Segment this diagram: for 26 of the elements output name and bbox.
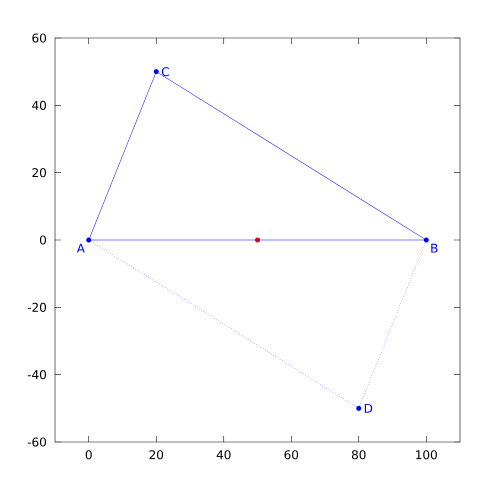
tick-label: 20 (150, 450, 164, 460)
tick-label: 0 (86, 450, 92, 460)
tick-label: -20 (28, 302, 46, 312)
line-segment (90, 241, 357, 408)
point (255, 238, 260, 242)
labeled-point: B (424, 238, 438, 253)
line-segment (158, 72, 424, 239)
labeled-point: D (356, 404, 372, 413)
line-segment (90, 74, 156, 238)
tick-label: 80 (352, 450, 366, 460)
tick-label: 60 (32, 33, 46, 43)
node-label: A (76, 244, 85, 253)
labeled-point: A (76, 238, 92, 253)
tick-label: -40 (28, 370, 46, 380)
tick-label: -60 (28, 437, 46, 447)
labeled-point: C (154, 67, 169, 76)
node-label: B (431, 244, 438, 253)
tick-label: 100 (416, 450, 437, 460)
tick-label: 20 (32, 168, 46, 178)
tick-label: 60 (284, 450, 298, 460)
tick-label: 40 (32, 100, 46, 110)
line-segment (360, 242, 426, 406)
node-label: D (364, 404, 372, 413)
tick-label: 0 (40, 235, 46, 245)
tick-label: 40 (216, 450, 231, 460)
node-label: C (162, 67, 169, 76)
